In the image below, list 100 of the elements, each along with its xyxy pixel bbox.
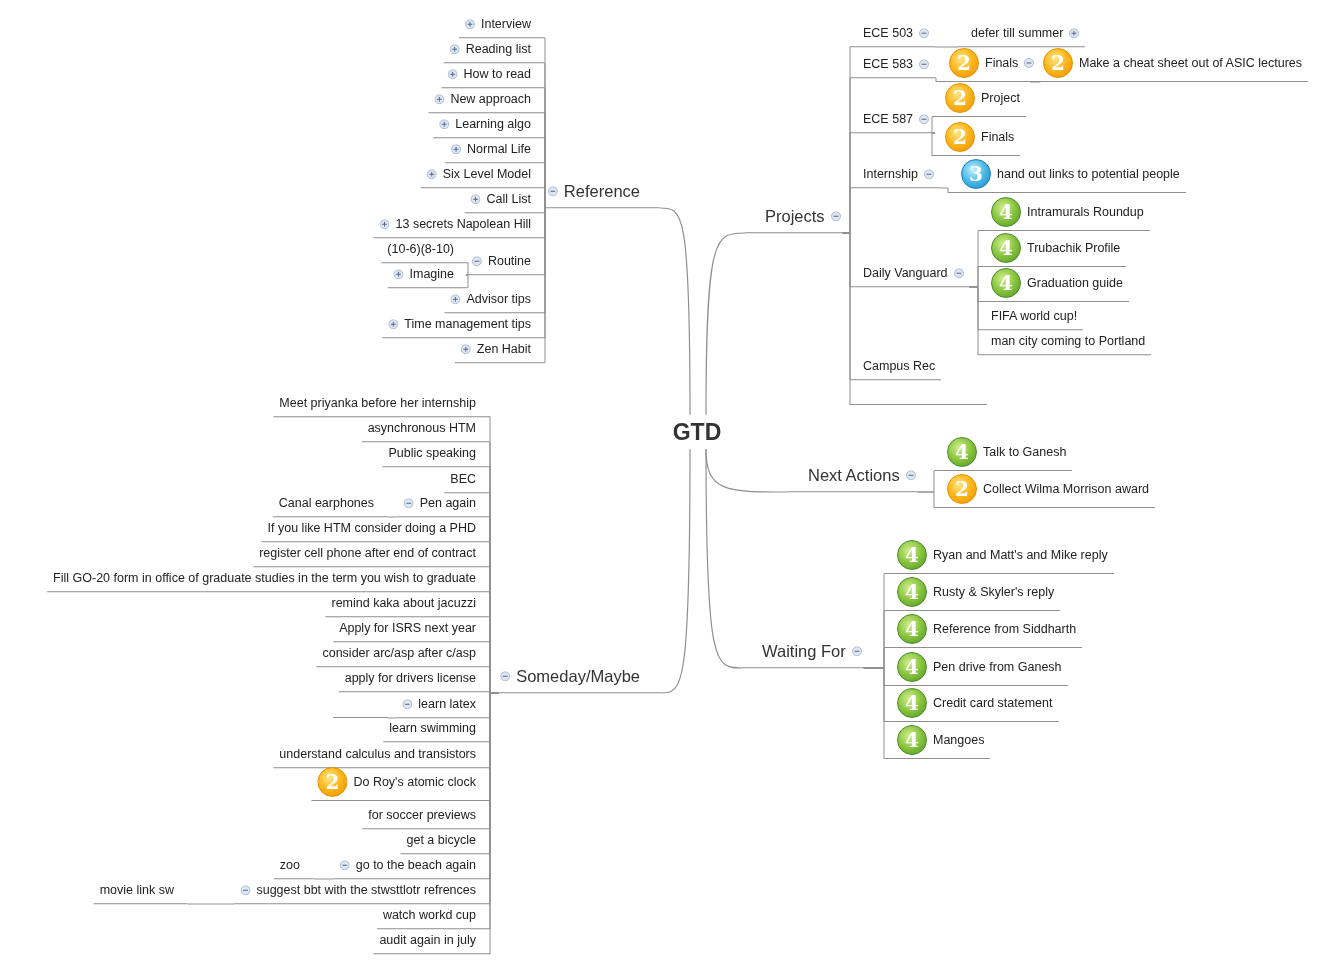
priority-badge: 4	[991, 233, 1021, 263]
connector-line	[934, 77, 937, 83]
topic-text: Waiting For	[762, 641, 846, 663]
topic-node	[978, 197, 1150, 231]
topic-text: Normal Life	[467, 141, 531, 159]
topic-text: consider arc/asp after c/asp	[322, 645, 476, 663]
topic-text: Zen Habit	[476, 341, 531, 359]
priority-badge: 2	[945, 83, 975, 113]
connector-line	[1029, 81, 1041, 83]
connector-line	[863, 667, 885, 760]
topic-node	[932, 83, 1026, 117]
topic-text: Rusty & Skyler's reply	[933, 583, 1055, 601]
priority-badge: 4	[991, 268, 1021, 298]
priority-badge: 2	[949, 48, 979, 78]
connector-line	[934, 46, 959, 48]
topic-node	[978, 268, 1129, 302]
topic-node	[884, 540, 1114, 574]
topic-text: Mangoes	[933, 731, 985, 749]
connector-line	[939, 187, 949, 194]
topic-text: suggest bbt with the stwsttlotr refrences	[256, 882, 476, 900]
topic-node	[934, 437, 1073, 471]
topic-text: Interview	[480, 16, 531, 34]
priority-badge: 4	[897, 725, 927, 755]
priority-badge: 4	[897, 652, 927, 682]
topic-text: 13 secrets Napolean Hill	[395, 216, 531, 234]
topic-node	[978, 233, 1127, 267]
topic-text: Advisor tips	[466, 291, 531, 309]
topic-node	[934, 474, 1155, 508]
priority-badge: 4	[947, 437, 977, 467]
topic-text: Talk to Ganesh	[983, 443, 1067, 461]
topic-text: Daily Vanguard	[863, 265, 948, 283]
topic-text: for soccer previews	[368, 807, 476, 825]
topic-text: BEC	[450, 471, 476, 489]
connector-line	[465, 274, 469, 289]
topic-text: Meet priyanka before her internship	[279, 395, 476, 413]
topic-text: If you like HTM consider doing a PHD	[267, 520, 476, 538]
priority-badge: 4	[897, 540, 927, 570]
topic-text: How to read	[463, 66, 531, 84]
topic-text: hand out links to potential people	[997, 165, 1180, 183]
topic-text: register cell phone after end of contract	[259, 545, 476, 563]
topic-text: learn latex	[418, 696, 476, 714]
topic-text: Time management tips	[404, 316, 531, 334]
topic-text: Public speaking	[388, 445, 476, 463]
topic-text: Call List	[486, 191, 531, 209]
topic-text: Apply for ISRS next year	[339, 620, 476, 638]
priority-badge: 4	[991, 197, 1021, 227]
topic-text: Pen drive from Ganesh	[933, 658, 1062, 676]
branch-curve	[659, 207, 691, 416]
connector-line	[969, 286, 979, 356]
topic-node	[884, 614, 1083, 648]
topic-text: Graduation guide	[1027, 274, 1123, 292]
topic-text: Reference from Siddharth	[933, 620, 1077, 638]
priority-badge: 2	[317, 767, 348, 797]
topic-text: Campus Rec	[863, 358, 936, 376]
topic-text: get a bicycle	[406, 832, 476, 850]
topic-text: understand calculus and transistors	[279, 746, 476, 764]
priority-badge: 4	[897, 688, 927, 718]
topic-node	[884, 652, 1068, 686]
topic-text: Do Roy's atomic clock	[353, 773, 476, 791]
topic-text: Canal earphones	[278, 495, 374, 513]
topic-text: (10-6)(8-10)	[387, 241, 454, 259]
topic-node	[884, 577, 1061, 611]
topic-node	[311, 767, 490, 801]
topic-text: Six Level Model	[442, 166, 531, 184]
connector-line	[387, 516, 399, 518]
connector-line	[465, 262, 469, 276]
topic-node	[932, 122, 1021, 156]
branch-curve	[705, 232, 746, 416]
priority-badge: 4	[897, 577, 927, 607]
topic-text: remind kaka about jacuzzi	[331, 595, 476, 613]
topic-text: FIFA world cup!	[991, 308, 1078, 326]
connector-line	[387, 717, 397, 719]
topic-text: movie link sw	[99, 882, 174, 900]
priority-badge: 2	[1043, 48, 1073, 78]
central-topic: GTD	[671, 417, 723, 447]
topic-text: Collect Wilma Morrison award	[983, 480, 1149, 498]
connector-line	[917, 491, 935, 509]
topic-text: Fill GO-20 form in office of graduate studies in the term you wish to graduate	[53, 570, 476, 588]
topic-text: learn swimming	[389, 720, 476, 738]
topic-text: Reference	[563, 181, 640, 203]
topic-text: Project	[981, 89, 1020, 107]
topic-text: Imagine	[409, 266, 454, 284]
topic-text: Trubachik Profile	[1027, 239, 1121, 257]
topic-text: ECE 587	[863, 111, 914, 129]
topic-text: ECE 503	[863, 25, 914, 43]
topic-text: Routine	[487, 253, 531, 271]
topic-text: Pen again	[419, 495, 476, 513]
topic-text: Someday/Maybe	[516, 666, 640, 688]
priority-badge: 2	[947, 474, 977, 504]
connector-line	[187, 903, 235, 905]
topic-text: defer till summer	[971, 25, 1064, 43]
topic-text: Projects	[765, 206, 825, 228]
connector-line	[544, 207, 547, 364]
topic-text: Internship	[863, 166, 918, 184]
topic-text: ECE 583	[863, 56, 914, 74]
branch-curve	[659, 448, 691, 694]
priority-badge: 4	[897, 614, 927, 644]
topic-text: audit again in july	[379, 932, 476, 950]
topic-text: Make a cheat sheet out of ASIC lectures	[1079, 54, 1303, 72]
topic-text: New approach	[450, 91, 531, 109]
